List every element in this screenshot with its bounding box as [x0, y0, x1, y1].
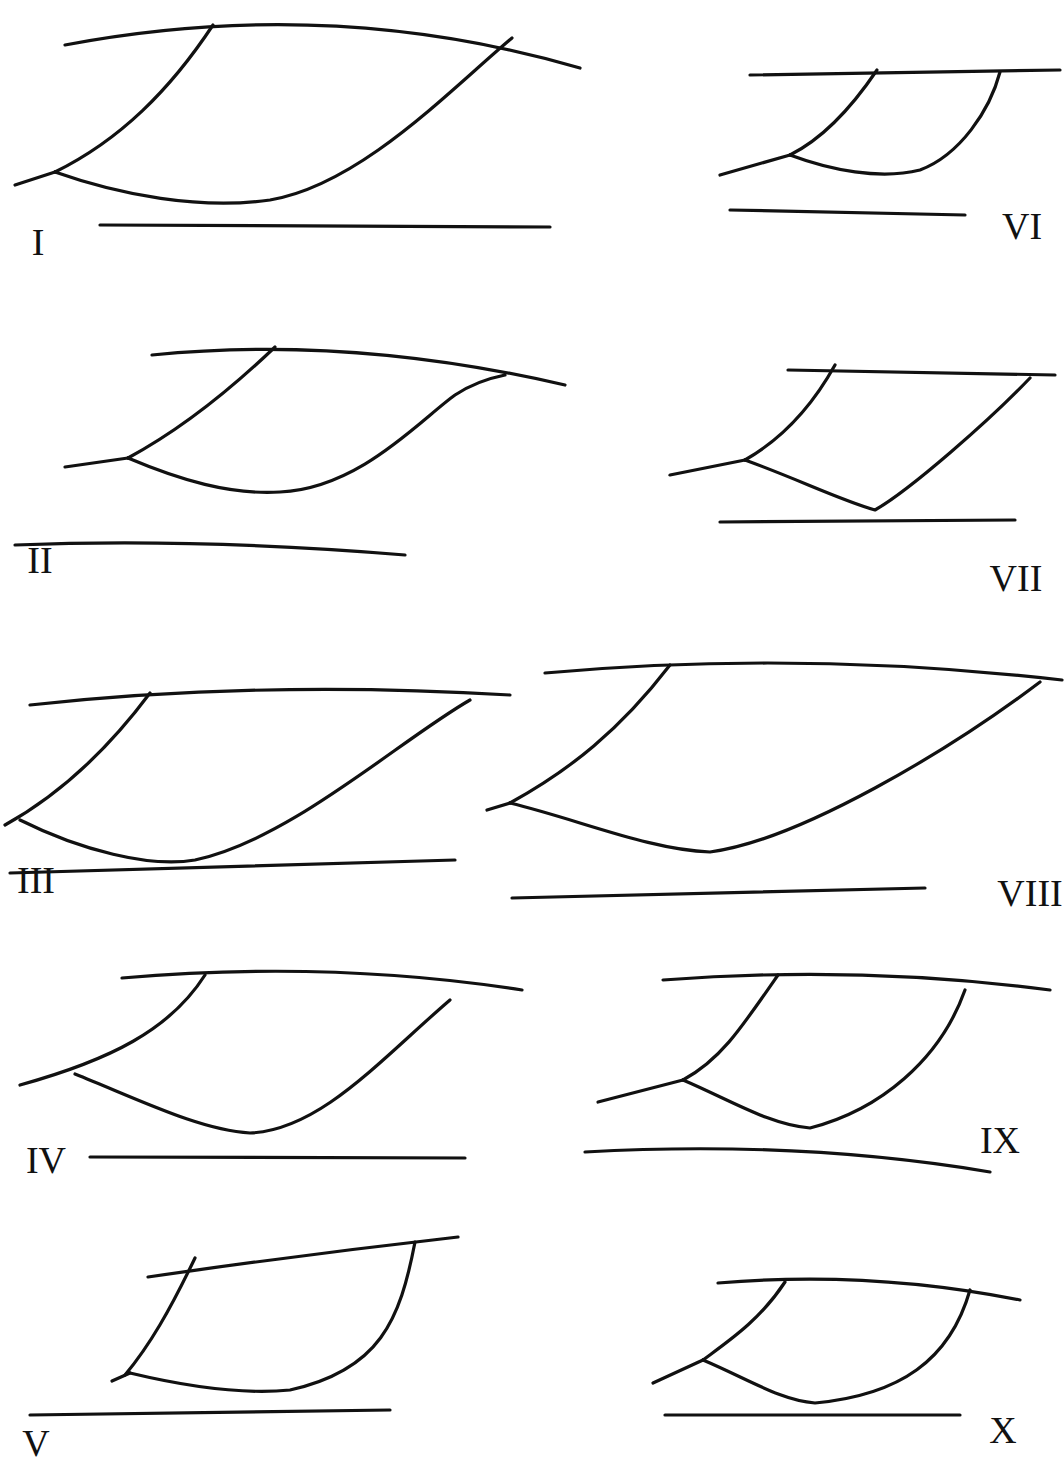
- figure-numeral: IX: [980, 1121, 1020, 1159]
- profile-figure: [670, 365, 1055, 522]
- figure-numeral: I: [32, 223, 45, 261]
- figure-numeral: II: [27, 541, 52, 579]
- profile-figure: [15, 347, 565, 555]
- figure-numeral: VIII: [997, 874, 1062, 912]
- profile-figure: [15, 25, 580, 227]
- figure-numeral: VII: [990, 559, 1043, 597]
- figure-numeral: IV: [26, 1141, 66, 1179]
- profile-figure: [5, 689, 510, 873]
- profile-figure: [585, 974, 1050, 1172]
- profile-figure: [30, 1237, 458, 1415]
- profile-figure: [20, 971, 522, 1158]
- figure-numeral: V: [22, 1424, 49, 1462]
- figure-numeral: VI: [1002, 207, 1042, 245]
- figure-numeral: III: [17, 861, 55, 899]
- figure-numeral: X: [989, 1411, 1016, 1449]
- profile-figure: [720, 70, 1060, 215]
- profile-figure: [487, 663, 1062, 898]
- profile-figure: [653, 1279, 1020, 1415]
